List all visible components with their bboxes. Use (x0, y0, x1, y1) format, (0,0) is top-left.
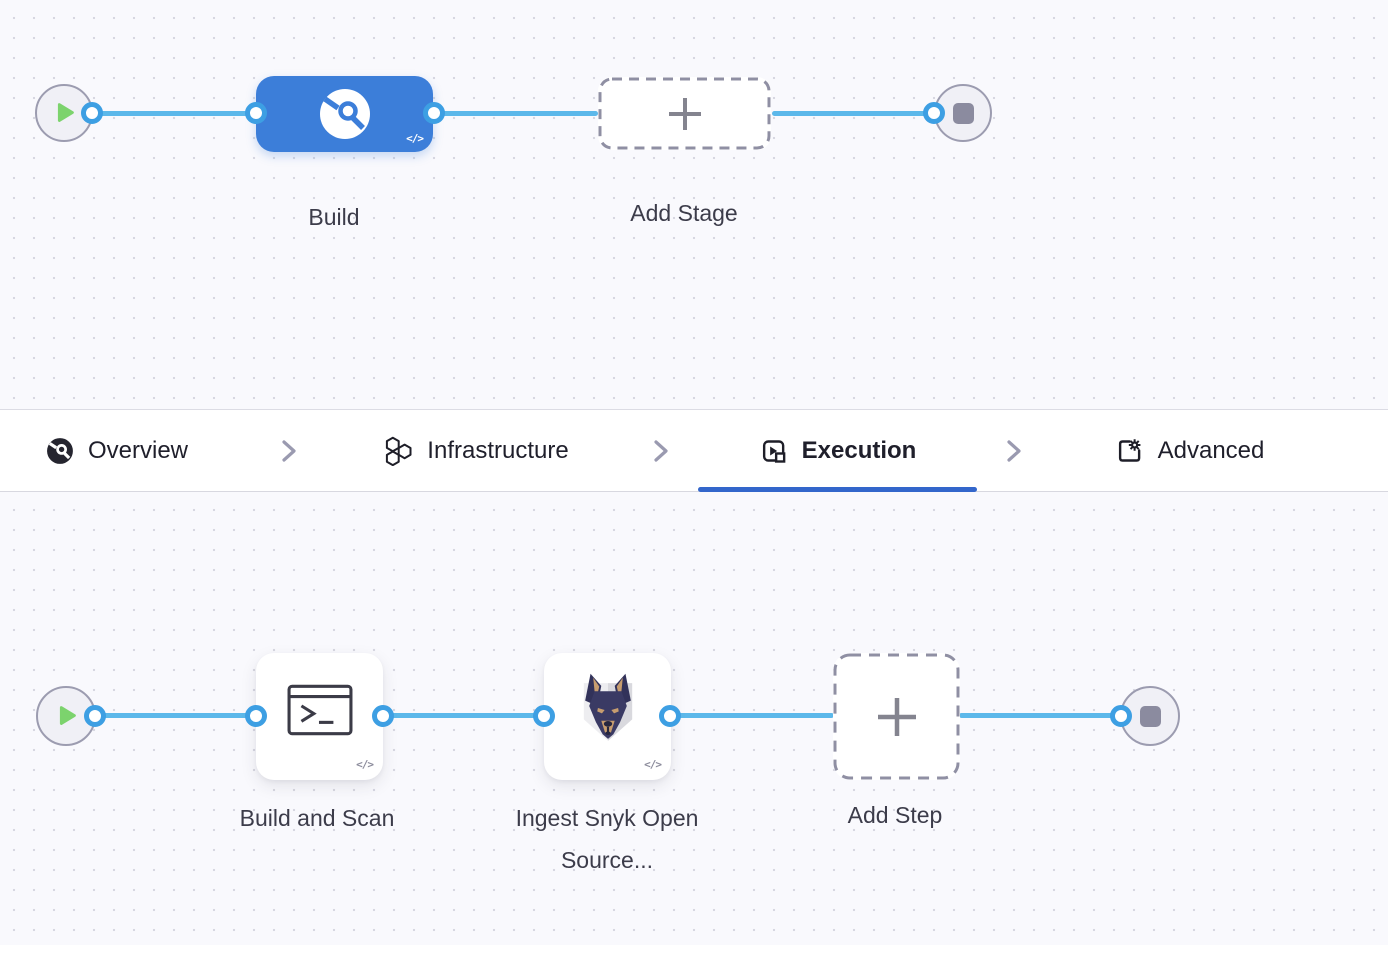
tab-label: Overview (87, 436, 189, 464)
connector-port (84, 705, 106, 727)
chevron-right-icon (276, 410, 302, 491)
tab-label: Infrastructure (427, 436, 569, 464)
tab-label: Advanced (1157, 436, 1265, 464)
plus-icon (874, 694, 920, 740)
stop-icon (1139, 705, 1161, 727)
step-node-ingest-snyk[interactable]: </> (544, 653, 671, 780)
play-icon (49, 98, 79, 128)
add-stage-button[interactable] (598, 77, 771, 150)
step-label-ingest-snyk: Ingest Snyk Open Source... (515, 805, 699, 873)
tab-advanced[interactable]: Advanced (1116, 410, 1265, 491)
snyk-dog-icon (565, 667, 651, 753)
connector-port (923, 102, 945, 124)
connector-line (95, 713, 256, 718)
yaml-code-glyph: </> (406, 132, 424, 145)
terminal-icon (287, 684, 353, 736)
bottom-panel-edge (0, 945, 1388, 954)
connector-port (245, 102, 267, 124)
connector-port (423, 102, 445, 124)
add-step-label: Add Step (847, 802, 943, 828)
connector-line (772, 111, 934, 116)
yaml-code-glyph: </> (644, 758, 662, 771)
gear-square-icon (1116, 437, 1144, 465)
hexagons-icon (383, 436, 413, 466)
tab-overview[interactable]: Overview (46, 410, 188, 491)
plus-icon (666, 95, 704, 133)
tab-execution[interactable]: Execution (760, 410, 917, 491)
step-label-build-and-scan: Build and Scan (239, 805, 395, 831)
stop-icon (952, 102, 974, 124)
stage-play-icon (760, 437, 788, 465)
chevron-right-icon (648, 410, 674, 491)
stage-node-build[interactable]: </> (256, 76, 433, 152)
connector-port (372, 705, 394, 727)
yaml-code-glyph: </> (356, 758, 374, 771)
execution-graph-canvas (0, 492, 1388, 945)
tab-infrastructure[interactable]: Infrastructure (383, 410, 569, 491)
dashed-border (598, 77, 771, 150)
connector-port (533, 705, 555, 727)
connector-line (434, 111, 598, 116)
stage-label-build: Build (308, 204, 360, 230)
stage-graph-canvas: </> Build Add Stage (0, 0, 1388, 409)
tab-label: Execution (801, 436, 917, 464)
ci-overview-icon (46, 437, 74, 465)
connector-port (245, 705, 267, 727)
ci-build-icon (319, 88, 371, 140)
stage-config-tabbar: Overview Infrastructure Execution (0, 409, 1388, 492)
play-icon (51, 701, 81, 731)
step-node-build-and-scan[interactable]: </> (256, 653, 383, 780)
connector-line (92, 111, 256, 116)
connector-line (670, 713, 834, 718)
add-step-button[interactable] (833, 653, 960, 780)
connector-port (81, 102, 103, 124)
chevron-right-icon (1001, 410, 1027, 491)
connector-port (1110, 705, 1132, 727)
dashed-border (833, 653, 960, 780)
connector-line (959, 713, 1121, 718)
active-tab-underline (698, 487, 977, 492)
add-stage-label: Add Stage (630, 200, 738, 226)
connector-port (659, 705, 681, 727)
connector-line (383, 713, 544, 718)
